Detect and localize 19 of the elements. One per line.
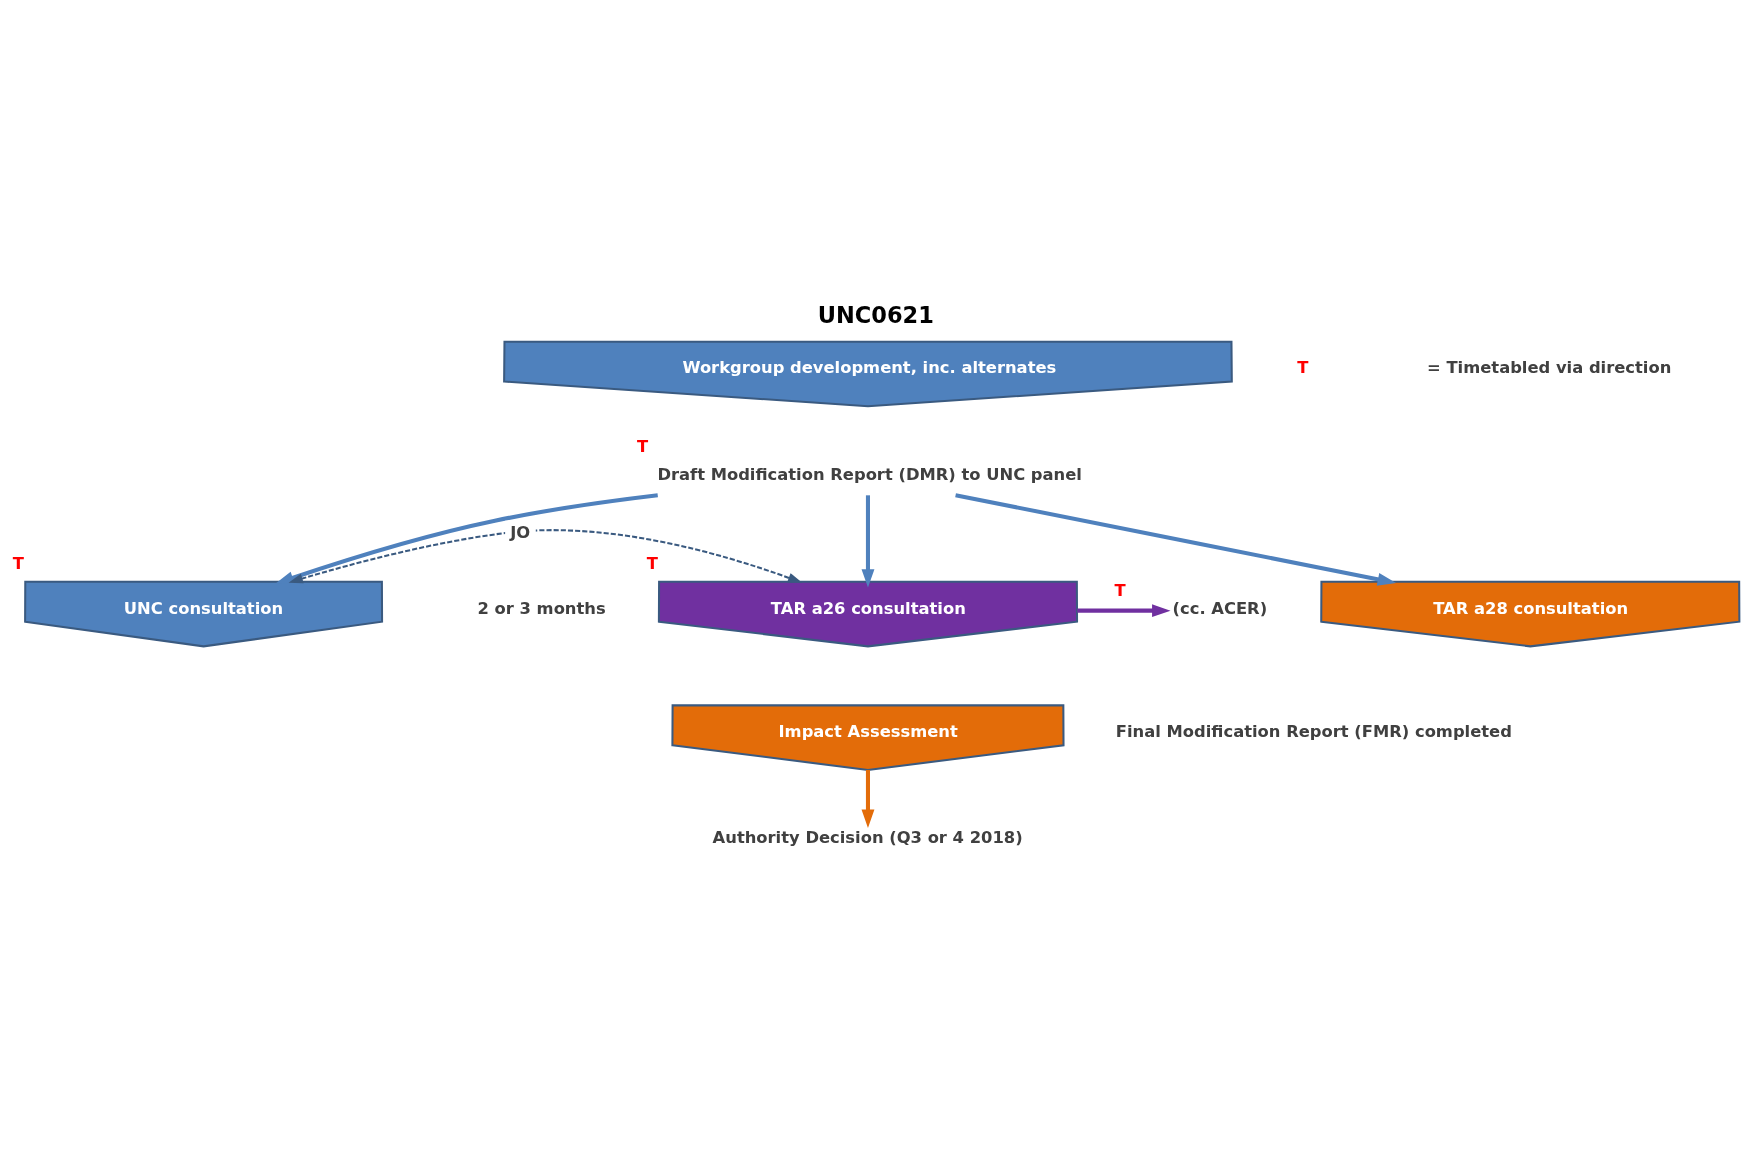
- arrow: [1077, 603, 1171, 617]
- node-text: Draft Modification Report (DMR) to UNC panel: [657, 464, 1082, 484]
- label: T: [1297, 357, 1309, 377]
- node-label: T: [646, 553, 658, 573]
- arrow: [955, 492, 1397, 586]
- arrow: [288, 528, 803, 583]
- node-label: T: [12, 553, 24, 573]
- edge-label: JO: [510, 522, 531, 542]
- label: Final Modification Report (FMR) completed: [1115, 721, 1512, 741]
- diagram-title: UNC0621: [817, 301, 934, 328]
- arrow: [861, 494, 875, 588]
- edge-label: T: [1114, 580, 1126, 600]
- label: = Timetabled via direction: [1427, 357, 1672, 377]
- label: 2 or 3 months: [477, 598, 606, 618]
- node-text: (cc. ACER): [1172, 598, 1268, 618]
- arrow: [275, 492, 658, 584]
- node-text: Authority Decision (Q3 or 4 2018): [712, 827, 1023, 847]
- node-label: T: [636, 436, 649, 456]
- arrow: [861, 769, 875, 828]
